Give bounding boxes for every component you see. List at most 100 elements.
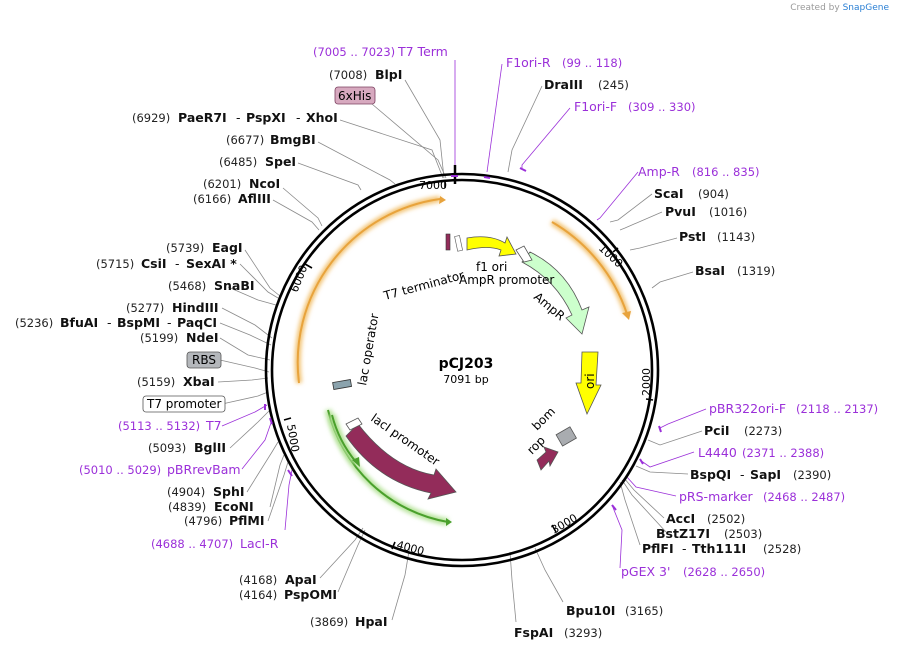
- leader-bstz17i: [621, 479, 667, 533]
- leader-lacir: [284, 469, 293, 531]
- bfuai-position: (5236): [15, 316, 53, 330]
- orange-arrowhead-right: [622, 311, 631, 320]
- primer-mark-f1orif: [519, 167, 527, 172]
- t7-term-box: [454, 235, 463, 252]
- f1orir-position: (99 .. 118): [562, 56, 622, 70]
- t7-promoter-label: T7 promoter: [146, 397, 222, 411]
- leader-pcii: [647, 430, 703, 446]
- t7-label: T7: [205, 418, 222, 433]
- laci-arrow: [345, 423, 457, 500]
- backbone-outer: [264, 172, 660, 568]
- leader-xbai: [217, 377, 269, 383]
- paer7i-position: (6929): [132, 111, 170, 125]
- bspqi-label: BspQI: [690, 467, 731, 482]
- leader-ndei: [219, 337, 271, 361]
- draiii-position: (245): [598, 78, 629, 92]
- leader-gex3: [611, 504, 623, 569]
- rbs-box: [186, 351, 222, 369]
- pbrrevbam-label: pBRrevBam: [167, 462, 241, 477]
- csii-position: (5715): [96, 257, 134, 271]
- l4440-position: (2371 .. 2388): [742, 446, 824, 460]
- ampr-primer-position: (816 .. 835): [692, 165, 760, 179]
- scai-label: ScaI: [654, 186, 684, 201]
- bfuai-label: BfuAI: [60, 315, 98, 330]
- sixhis-label: 6xHis: [338, 89, 371, 103]
- pflmi-label: PflMI: [229, 513, 265, 528]
- feature-label-f1-ori: f1 ori: [476, 260, 507, 274]
- bsai-position: (1319): [737, 264, 775, 278]
- leader-pbr322orif: [659, 408, 707, 429]
- tick-6000: [304, 263, 313, 269]
- pbr322orif-position: (2118 .. 2137): [796, 402, 878, 416]
- orange-arc-left: [296, 198, 441, 384]
- pcii-position: (2273): [744, 424, 782, 438]
- spei-position: (6485): [219, 155, 257, 169]
- f1orif-label: F1ori-F: [574, 99, 617, 114]
- pflfi-label: PflFI: [642, 541, 674, 556]
- pspomi-position: (4164): [239, 588, 277, 602]
- bspmi-label: BspMI: [117, 315, 160, 330]
- primer-mark-gex3: [611, 504, 617, 511]
- leader-f1orif: [521, 107, 571, 168]
- primer-mark-l4440: [639, 458, 644, 465]
- plasmid-size: 7091 bp: [443, 373, 488, 386]
- leader-rbs: [219, 359, 270, 373]
- tick-label-3000: 3000: [549, 511, 580, 536]
- leader-bspqi: [635, 465, 689, 475]
- tick-2000: [645, 398, 654, 401]
- pspomi-label: PspOMI: [284, 587, 337, 602]
- t7-position: (5113 .. 5132): [118, 419, 200, 433]
- tick-label-6000: 6000: [288, 263, 311, 294]
- primer-mark-f1orir: [483, 176, 491, 179]
- leader-t7promoter: [221, 391, 269, 405]
- tick-4000: [391, 541, 396, 550]
- green-arrowhead-outer: [446, 518, 452, 526]
- feature-label-lac-operator: lac operator: [355, 312, 381, 386]
- xhoi-label: XhoI: [306, 110, 338, 125]
- xbai-label: XbaI: [183, 374, 215, 389]
- leader-scai: [609, 193, 653, 223]
- lac-operator-box: [332, 379, 353, 390]
- svg-text:-: -: [107, 315, 112, 330]
- sixhis-box: [334, 86, 376, 105]
- tick-label-5000: 5000: [284, 423, 302, 453]
- apai-label: ApaI: [285, 572, 317, 587]
- outer-labels: (7005 .. 7023) T7 Term F1ori-R (99 .. 11…: [15, 44, 878, 640]
- t7-promoter-box: [142, 395, 226, 413]
- svg-text:-: -: [682, 541, 687, 556]
- pbrrevbam-position: (5010 .. 5029): [79, 463, 161, 477]
- leader-t7: [221, 404, 268, 427]
- tick-1000: [612, 247, 619, 253]
- leader-xhoi: [339, 119, 444, 179]
- plasmid-name: pCJ203: [439, 356, 494, 372]
- leader-pvui: [619, 211, 663, 231]
- blpi-label: BlpI: [375, 67, 402, 82]
- econi-position: (4839): [168, 500, 206, 514]
- bmgbi-position: (6677): [226, 133, 264, 147]
- leader-bpu10i: [534, 547, 564, 603]
- leader-eagi: [244, 249, 281, 297]
- pvui-label: PvuI: [665, 204, 696, 219]
- ndei-position: (5199): [140, 331, 178, 345]
- aflii-label: AflIII: [238, 191, 271, 206]
- f1orif-position: (309 .. 330): [628, 100, 696, 114]
- feature-label-ori: ori: [583, 373, 597, 389]
- psti-label: PstI: [679, 229, 706, 244]
- t7term-label: T7 Term: [397, 44, 448, 59]
- primer-marks: [264, 167, 662, 511]
- ampr-arrow: [521, 251, 590, 335]
- pcii-label: PciI: [704, 423, 730, 438]
- leader-bsai: [651, 271, 694, 289]
- econi-label: EcoNI: [214, 499, 254, 514]
- orange-arrowhead-left: [439, 196, 446, 204]
- ncoi-label: NcoI: [249, 176, 280, 191]
- ndei-label: NdeI: [186, 330, 219, 345]
- ori-arrow: [575, 351, 602, 416]
- leader-spei: [297, 162, 362, 191]
- xbai-position: (5159): [137, 375, 175, 389]
- sapi-label: SapI: [750, 467, 781, 482]
- leader-pbrrevbam: [241, 419, 273, 470]
- prsmarker-position: (2468 .. 2487): [763, 490, 845, 504]
- leader-snabi: [227, 286, 277, 306]
- l4440-label: L4440: [698, 445, 737, 460]
